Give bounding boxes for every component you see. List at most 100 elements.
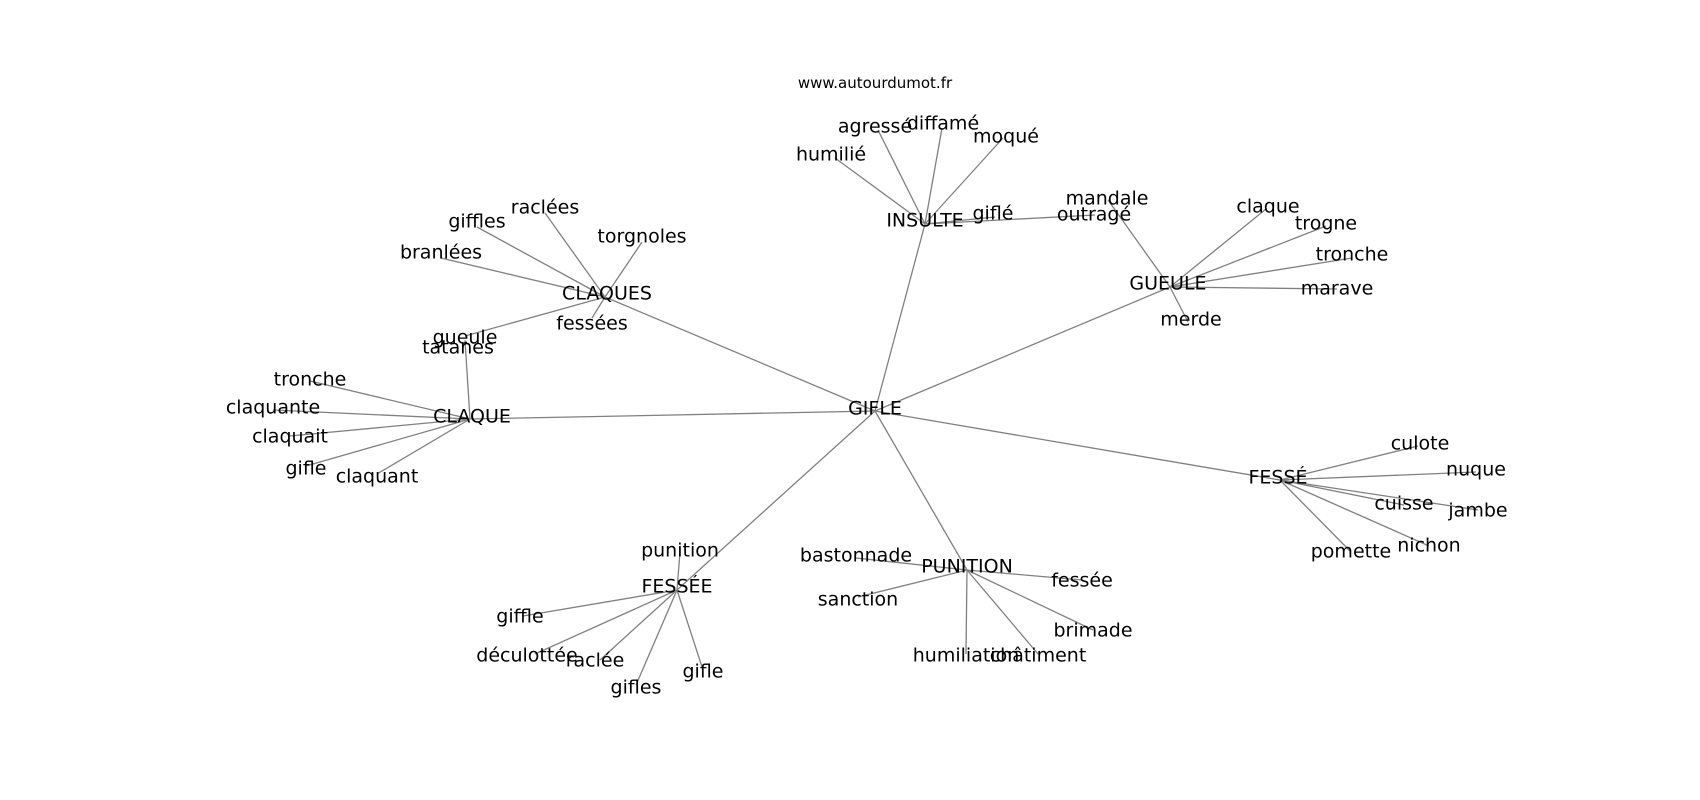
node-brimade: brimade	[1053, 620, 1132, 642]
node-jambe: jambe	[1447, 500, 1507, 522]
edge-gifle-claque	[469, 410, 876, 420]
node-insulte: INSULTE	[886, 210, 963, 232]
node-torgnoles: torgnoles	[597, 226, 686, 248]
node-tronche-a: tronche	[274, 369, 347, 391]
edge-claque-claquait	[289, 418, 471, 437]
node-giffles-a: giffles	[448, 211, 505, 233]
edge-insulte-diffame	[924, 127, 943, 225]
edge-claques-raclees	[544, 212, 606, 298]
node-culote: culote	[1391, 433, 1450, 455]
edge-gueule_hub-marave	[1169, 286, 1338, 290]
node-punition-hub: PUNITION	[921, 556, 1013, 578]
edge-fesse_hub-nichon	[1279, 479, 1430, 547]
edge-fesse_hub-cuisse	[1279, 479, 1405, 506]
edge-layer	[272, 127, 1479, 686]
node-giffle: giffle	[496, 606, 543, 628]
edge-claque-gifle_a	[305, 418, 471, 467]
edge-gueule_hub-claque_small	[1169, 208, 1267, 288]
edge-fessee_hub-gifle_c	[676, 589, 704, 671]
node-gueule-hub: GUEULE	[1129, 273, 1206, 295]
node-merde: merde	[1160, 309, 1221, 331]
edge-fessee_hub-raclee	[599, 589, 678, 661]
node-fesse-hub: FESSÉ	[1248, 466, 1307, 489]
node-gifles-b: gifles	[611, 677, 662, 699]
edge-claque-claquante	[272, 409, 471, 420]
node-cuisse: cuisse	[1374, 493, 1433, 515]
node-moque: moqué	[973, 126, 1039, 148]
node-mandale: mandale	[1066, 188, 1149, 210]
node-outrage: outragé	[1057, 204, 1131, 226]
node-fessee-hub: FESSÉE	[641, 575, 712, 598]
node-claque: CLAQUE	[433, 406, 511, 428]
edge-fessee_hub-deculottee	[534, 589, 678, 655]
node-humiliation: humiliation	[913, 645, 1019, 667]
edge-gifle-fessee_hub	[676, 410, 876, 591]
node-claques: CLAQUES	[562, 283, 652, 305]
node-gifle-b: giflé	[973, 203, 1014, 225]
node-trogne: trogne	[1295, 213, 1357, 235]
edge-claque-tatanes	[464, 339, 471, 420]
node-humilie: humilié	[796, 144, 866, 166]
edge-gifle-claques	[604, 296, 876, 412]
node-fessees: fessées	[556, 313, 627, 335]
edge-punition_hub-fessee_small	[966, 569, 1083, 581]
edge-claques-giffles_a	[476, 226, 606, 298]
edge-claque-tronche_a	[309, 380, 471, 420]
node-marave: marave	[1301, 278, 1374, 300]
node-branlees: branlées	[400, 242, 482, 264]
edge-fesse_hub-nuque	[1279, 471, 1477, 481]
edge-claque-claquant	[376, 418, 471, 475]
node-chatiment: châtiment	[990, 645, 1087, 667]
node-tatanes: tatanes	[422, 337, 494, 359]
edge-insulte-agresse	[877, 129, 926, 225]
edge-claques-gueule_small	[464, 296, 606, 337]
edge-gueule_hub-mandale	[1107, 199, 1171, 288]
edge-punition_hub-bastonnade	[855, 557, 968, 571]
node-raclees: raclées	[511, 197, 579, 219]
edge-insulte-moque	[924, 137, 1004, 225]
edge-claques-branlees	[440, 257, 606, 298]
node-gifle: GIFLE	[848, 398, 902, 420]
edge-fessee_hub-gifles_b	[635, 589, 678, 686]
source-watermark: www.autourdumot.fr	[798, 74, 953, 92]
edge-gueule_hub-merde	[1169, 286, 1189, 323]
edge-punition_hub-chatiment	[966, 569, 1039, 655]
edge-fesse_hub-pomette	[1279, 479, 1352, 553]
edge-gifle-punition_hub	[874, 410, 968, 571]
edge-fessee_hub-punition_small	[676, 551, 681, 591]
node-diffame: diffamé	[907, 113, 979, 135]
node-bastonnade: bastonnade	[800, 545, 912, 567]
edge-insulte-humilie	[834, 157, 926, 225]
label-layer: GIFLE CLAQUES CLAQUE INSULTE GUEULE FESSÉ FESS…	[226, 113, 1508, 699]
node-deculottee: déculottée	[476, 645, 577, 667]
node-nuque: nuque	[1446, 459, 1506, 481]
edge-gueule_hub-trogne	[1169, 225, 1327, 288]
node-claquait: claquait	[252, 426, 328, 448]
node-sanction: sanction	[818, 589, 898, 611]
edge-punition_hub-humiliation	[965, 569, 968, 655]
edge-fessee_hub-giffle	[522, 589, 678, 617]
edge-punition_hub-sanction	[857, 569, 968, 598]
node-punition-small: punition	[641, 540, 719, 562]
node-gifle-a: gifle	[286, 458, 327, 480]
edge-gifle-insulte	[874, 223, 926, 412]
node-gifle-c: gifle	[683, 661, 724, 683]
edge-gifle-fesse_hub	[874, 410, 1281, 481]
node-raclee: raclée	[566, 650, 625, 672]
node-gueule-small: gueule	[433, 327, 498, 349]
edge-claques-fessees	[591, 296, 606, 319]
node-claquante: claquante	[226, 397, 320, 419]
edge-fesse_hub-jambe	[1279, 479, 1479, 511]
node-fessee-small: fessée	[1051, 570, 1113, 592]
node-claquant: claquant	[336, 466, 419, 488]
edge-gifle-gueule_hub	[874, 286, 1171, 412]
node-tronche-b: tronche	[1316, 244, 1389, 266]
node-nichon: nichon	[1397, 535, 1460, 557]
node-agresse: agressé	[838, 116, 912, 138]
edge-fesse_hub-culote	[1279, 445, 1419, 481]
edge-insulte-outrage	[924, 214, 1096, 225]
edge-gueule_hub-tronche_b	[1169, 257, 1353, 288]
node-claque-small: claque	[1236, 196, 1299, 218]
edge-punition_hub-brimade	[966, 569, 1094, 631]
